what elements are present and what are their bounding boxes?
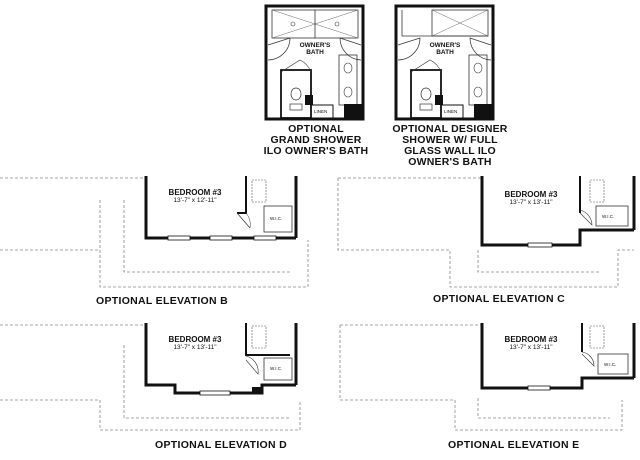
room-dimensions: 13'-7" x 13'-11" [173,344,217,351]
bath-room-name: OWNER'S BATH [429,42,461,56]
bath-room-name: OWNER'S BATH [299,42,331,56]
bath-option-caption: OPTIONAL DESIGNER SHOWER W/ FULL GLASS W… [392,123,508,168]
room-label: BEDROOM #3 13'-7" x 12'-11" [150,188,240,205]
closet-label: W.I.C. [270,216,283,221]
elevation-title: OPTIONAL ELEVATION B [96,295,229,307]
plan-elevation-b [0,176,309,288]
linen-label: LINEN [314,109,328,114]
room-dimensions: 13'-7" x 13'-11" [509,199,553,206]
closet-label: W.I.C. [604,362,617,367]
bath-plan-grand-shower [264,4,365,121]
room-dimensions: 13'-7" x 13'-11" [509,344,553,351]
plan-elevation-c [337,176,636,288]
plan-elevation-d [0,323,301,431]
bath-option-caption: OPTIONAL GRAND SHOWER ILO OWNER'S BATH [263,123,369,157]
elevation-title: OPTIONAL ELEVATION E [448,439,580,451]
elevation-title: OPTIONAL ELEVATION D [155,439,288,451]
room-label: BEDROOM #3 13'-7" x 13'-11" [150,335,240,352]
linen-label: LINEN [444,109,458,114]
room-dimensions: 13'-7" x 12'-11" [173,197,217,204]
closet-label: W.I.C. [602,214,615,219]
elevation-title: OPTIONAL ELEVATION C [433,293,566,305]
plan-elevation-e [339,323,636,431]
bath-plan-designer-shower [394,4,495,121]
room-label: BEDROOM #3 13'-7" x 13'-11" [486,335,576,352]
closet-label: W.I.C. [270,366,283,371]
room-name: BEDROOM #3 [504,335,558,344]
room-name: BEDROOM #3 [168,188,222,197]
room-name: BEDROOM #3 [504,190,558,199]
room-label: BEDROOM #3 13'-7" x 13'-11" [486,190,576,207]
room-name: BEDROOM #3 [168,335,222,344]
